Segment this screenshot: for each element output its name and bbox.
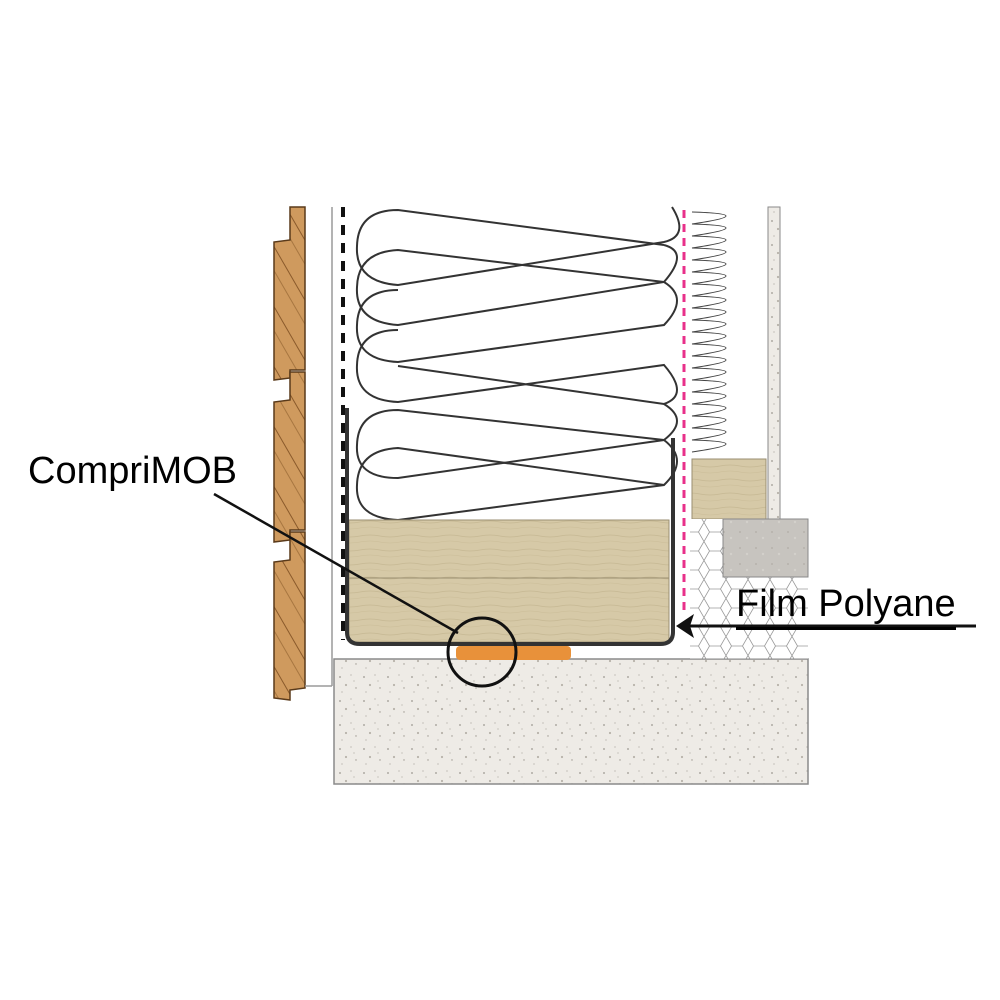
insulation-loops xyxy=(355,206,681,522)
wood-cladding xyxy=(273,206,306,701)
comprimob-label: CompriMOB xyxy=(28,450,238,492)
polyane-label: Film Polyane xyxy=(736,585,956,630)
concrete-slab xyxy=(333,658,809,785)
polyane-arrow xyxy=(676,614,976,638)
polyane-film xyxy=(345,408,675,646)
interior-plasterboard xyxy=(767,206,781,520)
interior-insulation xyxy=(690,207,768,457)
comprimob-leader-line xyxy=(213,492,459,635)
timber-block xyxy=(691,458,767,520)
comprimob-callout-circle xyxy=(446,616,518,688)
timber-plate-upper xyxy=(348,519,670,579)
floor-tile xyxy=(722,518,809,578)
comprimob-gasket xyxy=(456,646,571,660)
